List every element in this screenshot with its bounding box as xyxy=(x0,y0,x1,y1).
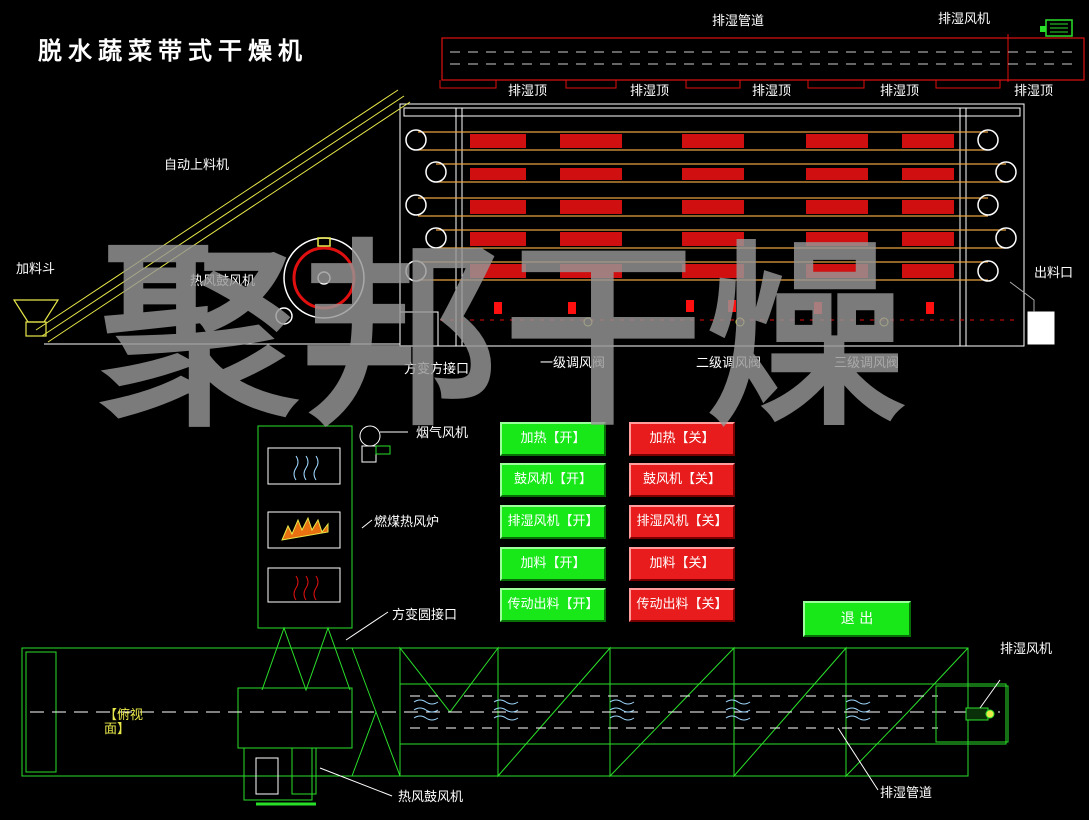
label-exhaust-hood-3: 排湿顶 xyxy=(752,84,792,99)
label-exhaust-pipe-top: 排湿管道 xyxy=(712,14,765,29)
label-hot-air-blower-bottom: 热风鼓风机 xyxy=(398,790,464,805)
label-round-adapter: 方变圆接口 xyxy=(392,608,458,623)
label-exhaust-hood-1: 排湿顶 xyxy=(508,84,548,99)
smoke-fan xyxy=(359,425,408,463)
exhaust-on-button[interactable]: 排湿风机【开】 xyxy=(500,505,606,539)
label-exhaust-fan-bottom: 排湿风机 xyxy=(1000,642,1053,657)
blower-off-button[interactable]: 鼓风机【关】 xyxy=(629,463,735,497)
dryer-body xyxy=(399,103,1055,347)
heat-on-button[interactable]: 加热【开】 xyxy=(500,422,606,456)
label-top-view-2: 面】 xyxy=(104,722,131,737)
feed-on-button[interactable]: 加料【开】 xyxy=(500,547,606,581)
page-title: 脱水蔬菜带式干燥机 xyxy=(38,37,308,65)
label-exhaust-hood-5: 排湿顶 xyxy=(1014,84,1054,99)
exhaust-fan-top-icon xyxy=(1040,19,1073,37)
label-auto-feed: 自动上料机 xyxy=(164,158,230,173)
label-exhaust-pipe-bottom: 排湿管道 xyxy=(880,786,933,801)
outlet-chute xyxy=(1009,281,1035,312)
coal-furnace xyxy=(257,425,389,692)
label-hot-air-blower: 热风鼓风机 xyxy=(190,274,256,289)
label-valve-2: 二级调风阀 xyxy=(696,356,762,371)
label-hopper: 加料斗 xyxy=(16,262,56,277)
label-exhaust-fan-top: 排湿风机 xyxy=(938,12,991,27)
conveyor-belts xyxy=(418,131,1006,281)
air-valves xyxy=(440,300,1020,327)
label-square-adapter: 方变方接口 xyxy=(404,362,470,377)
blower-on-button[interactable]: 鼓风机【开】 xyxy=(500,463,606,497)
label-valve-3: 三级调风阀 xyxy=(834,356,900,371)
label-smoke-fan: 烟气风机 xyxy=(416,426,469,441)
drive-on-button[interactable]: 传动出料【开】 xyxy=(500,588,606,622)
exhaust-off-button[interactable]: 排湿风机【关】 xyxy=(629,505,735,539)
heat-off-button[interactable]: 加热【关】 xyxy=(629,422,735,456)
feed-hopper xyxy=(12,299,60,337)
label-outlet: 出料口 xyxy=(1034,266,1074,281)
rollers xyxy=(405,129,1017,282)
label-exhaust-hood-4: 排湿顶 xyxy=(880,84,920,99)
heater-banks xyxy=(470,134,954,278)
label-coal-furnace: 燃煤热风炉 xyxy=(374,515,440,530)
label-top-view-1: 【俯视 xyxy=(104,708,144,723)
exhaust-hoods xyxy=(439,80,1001,89)
watermark: 聚邦干燥 xyxy=(100,222,908,453)
top-view xyxy=(21,646,1009,806)
feed-off-button[interactable]: 加料【关】 xyxy=(629,547,735,581)
inclined-feeder xyxy=(35,89,411,345)
label-valve-1: 一级调风阀 xyxy=(540,356,606,371)
drive-off-button[interactable]: 传动出料【关】 xyxy=(629,588,735,622)
label-exhaust-hood-2: 排湿顶 xyxy=(630,84,670,99)
exhaust-duct-top xyxy=(441,34,1085,82)
hot-air-blower xyxy=(275,237,365,325)
exit-button[interactable]: 退 出 xyxy=(803,601,911,637)
